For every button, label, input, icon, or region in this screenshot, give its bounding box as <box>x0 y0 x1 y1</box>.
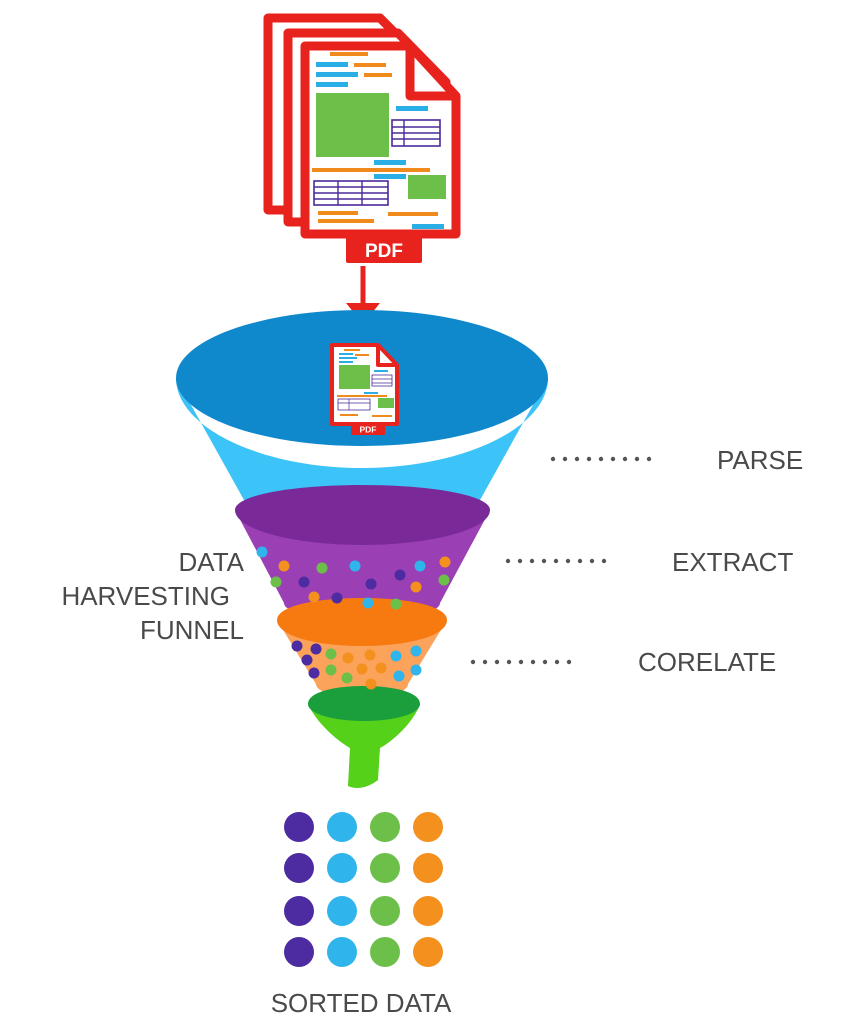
sorted-dot <box>370 937 400 967</box>
sorted-dot <box>370 896 400 926</box>
sorted-dot <box>327 853 357 883</box>
sorted-dot <box>284 896 314 926</box>
sorted-dot <box>327 812 357 842</box>
sorted-dot <box>284 937 314 967</box>
pdf-badge-text: PDF <box>365 241 403 262</box>
leader-line-extract <box>505 558 607 564</box>
sorted-data-label: SORTED DATA <box>270 988 452 1018</box>
sorted-dot <box>413 812 443 842</box>
stage-label-extract: EXTRACT <box>672 547 794 577</box>
funnel-stage-corelate-rim <box>277 598 447 646</box>
funnel-stage-extract-rim <box>235 485 490 545</box>
funnel-stage-parse <box>176 378 548 525</box>
sorted-dot <box>413 937 443 967</box>
sorted-dot <box>370 812 400 842</box>
sorted-dot <box>413 896 443 926</box>
funnel-side-label-line: FUNNEL <box>139 615 244 645</box>
extract-particles <box>256 546 451 610</box>
small-pdf-icon: PDF <box>330 343 399 435</box>
pdf-page-content <box>312 52 446 229</box>
sorted-dot <box>327 896 357 926</box>
funnel-side-label-line: HARVESTING <box>61 581 230 611</box>
sorted-dot <box>284 812 314 842</box>
sorted-dot <box>327 937 357 967</box>
sorted-data-grid <box>284 812 443 967</box>
pdf-page-fold <box>405 46 456 101</box>
corelate-particles <box>291 640 422 690</box>
funnel-spout-rim <box>308 686 420 721</box>
pdf-badge <box>346 236 422 263</box>
leader-line-parse <box>550 456 652 462</box>
funnel-spout <box>308 704 420 788</box>
small-pdf-badge-text: PDF <box>360 425 377 435</box>
funnel-side-label-line: DATA <box>178 547 244 577</box>
sorted-dot <box>284 853 314 883</box>
pdf-documents-icon: PDF <box>263 13 461 263</box>
funnel-side-label: DATA HARVESTING FUNNEL <box>4 545 244 647</box>
sorted-dot <box>413 853 443 883</box>
stage-label-corelate: CORELATE <box>638 647 777 677</box>
sorted-dot <box>370 853 400 883</box>
funnel: PDF <box>176 310 548 788</box>
leader-line-corelate <box>470 659 572 665</box>
stage-label-parse: PARSE <box>717 445 804 475</box>
